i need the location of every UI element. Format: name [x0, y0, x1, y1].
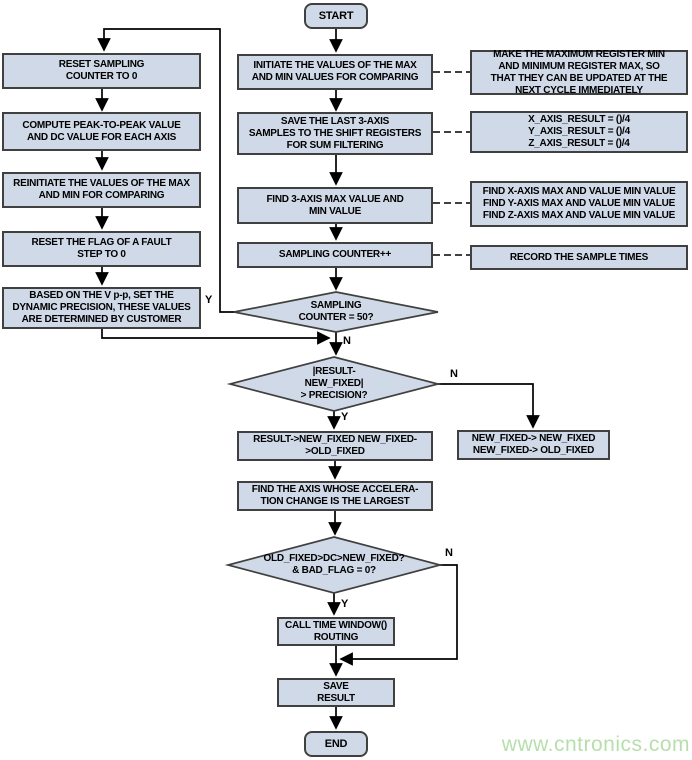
note-find-axis-max: FIND X-AXIS MAX AND VALUE MIN VALUE FIND…	[470, 181, 688, 227]
note-register-swap: MAKE THE MAXIMUM REGISTER MIN AND MINIMU…	[470, 49, 688, 96]
decision-sampling-counter	[233, 291, 439, 333]
process-save-samples: SAVE THE LAST 3-AXIS SAMPLES TO THE SHIF…	[237, 112, 433, 155]
arrow-precision-merge-to-spine	[101, 329, 331, 345]
note-record-samples: RECORD THE SAMPLE TIMES	[470, 245, 688, 270]
process-reset-flag: RESET THE FLAG OF A FAULT STEP TO 0	[2, 231, 201, 267]
decision-time-window-label: OLD_FIXED>DC>NEW_FIXED? & BAD_FLAG = 0?	[263, 553, 405, 576]
process-call-time-window: CALL TIME WINDOW() ROUTING	[277, 617, 395, 646]
watermark-text: www.cntronics.com	[501, 733, 690, 756]
decision-sampling-counter-label: SAMPLING COUNTER = 50?	[298, 300, 374, 323]
branch-no-decision2: N	[450, 368, 458, 380]
branch-yes-decision1: Y	[205, 294, 213, 306]
arrow-decision2-no-to-newfixed	[438, 383, 540, 429]
process-save-result: SAVE RESULT	[277, 678, 395, 707]
decision-precision-label: |RESULT- NEW_FIXED| > PRECISION?	[300, 366, 368, 401]
end-node: END	[304, 731, 368, 757]
process-reset-counter: RESET SAMPLING COUNTER TO 0	[2, 53, 201, 89]
branch-yes-decision2: Y	[341, 411, 349, 423]
branch-no-decision1: N	[343, 335, 351, 347]
process-find-axis: FIND THE AXIS WHOSE ACCELERA- TION CHANG…	[237, 481, 433, 511]
process-compute-peak: COMPUTE PEAK-TO-PEAK VALUE AND DC VALUE …	[2, 112, 201, 151]
decision-time-window	[224, 536, 444, 594]
decision-precision	[226, 356, 442, 412]
start-node: START	[304, 3, 368, 29]
note-axis-result: X_AXIS_RESULT = ()/4 Y_AXIS_RESULT = ()/…	[470, 111, 688, 153]
process-set-precision: BASED ON THE V p-p, SET THE DYNAMIC PREC…	[2, 287, 201, 329]
process-reinitiate: REINITIATE THE VALUES OF THE MAX AND MIN…	[2, 172, 201, 208]
process-new-fixed-assign: NEW_FIXED-> NEW_FIXED NEW_FIXED-> OLD_FI…	[457, 430, 610, 460]
arrow-decision3-no-bypass	[339, 564, 458, 666]
branch-yes-decision3: Y	[341, 598, 349, 610]
loop-decision1-yes-to-reset	[97, 28, 234, 313]
process-initiate-max-min: INITIATE THE VALUES OF THE MAX AND MIN V…	[237, 54, 433, 90]
process-update-fixed: RESULT->NEW_FIXED NEW_FIXED- >OLD_FIXED	[237, 431, 433, 461]
process-find-max-min: FIND 3-AXIS MAX VALUE AND MIN VALUE	[237, 187, 433, 224]
process-counter-increment: SAMPLING COUNTER++	[237, 242, 433, 268]
branch-no-decision3: N	[445, 547, 453, 559]
